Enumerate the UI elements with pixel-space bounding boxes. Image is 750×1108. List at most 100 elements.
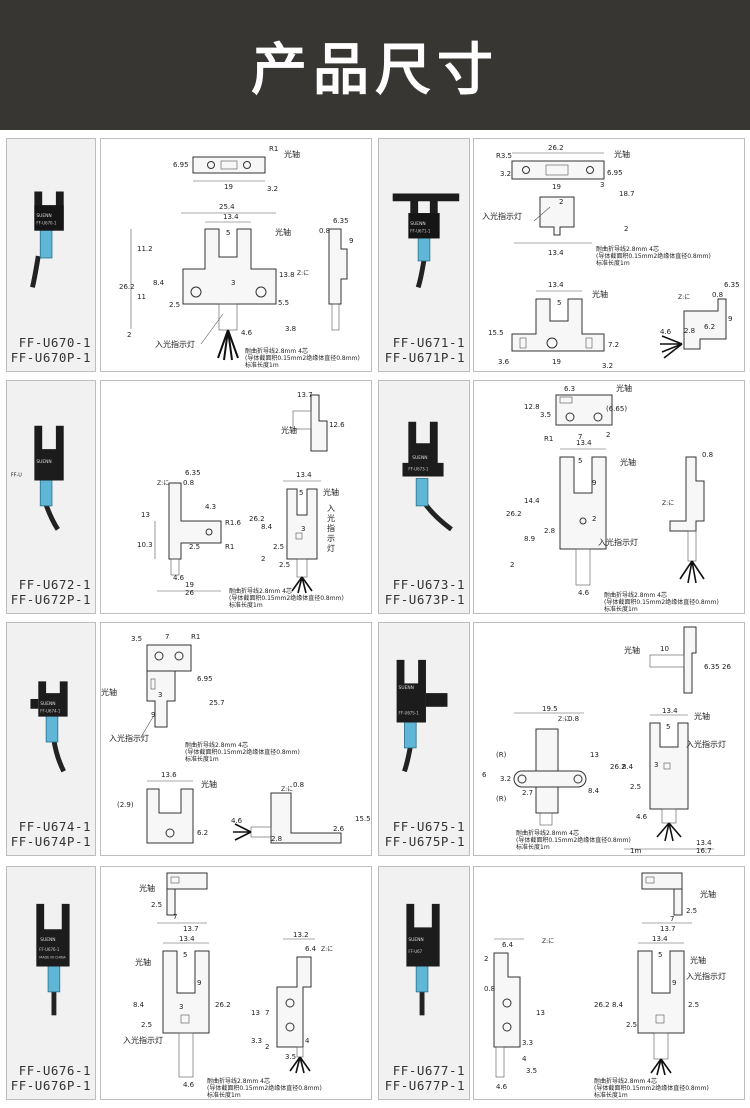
dimension-label: 3.2 [267, 185, 278, 193]
dimension-label: 2 [484, 955, 488, 963]
dimension-label: 8.4 [612, 1001, 624, 1009]
dimension-label: 6.35 [333, 217, 349, 225]
dimension-label: 26.2 [506, 510, 522, 518]
dimension-label: 光轴 [323, 487, 339, 497]
front-view-outline [286, 488, 318, 560]
sensor-image: SUENN FF-U670-1 [30, 191, 64, 288]
dimension-label: 3 [301, 525, 305, 533]
dimension-label: R1.6 [225, 519, 242, 527]
side-view-outline [328, 228, 348, 305]
dimension-label: MADE IN CHINA [39, 956, 66, 960]
dimension-label: 5 [578, 457, 582, 465]
dimension-label: 8.9 [524, 535, 535, 543]
dimension-label: 13 [251, 1009, 260, 1017]
dimension-label: 9 [728, 315, 732, 323]
photo-panel-u677: SUENN FF-U67 FF-U677-1 FF-U677P-1 [378, 866, 470, 1100]
dimension-label: 光轴 [281, 425, 297, 435]
dimension-label: 11 [137, 293, 146, 301]
dimension-label: 3 [158, 691, 162, 699]
drawing-panel-u672: 13.7 12.6 光轴 6.35 0.8 13 10.3 2.5 4.6 26… [100, 380, 372, 614]
front-view-outline [637, 950, 685, 1034]
dimension-label: 4.6 [496, 1083, 508, 1091]
dimension-label: 耐曲折导线2.8mm 4芯 [516, 829, 579, 837]
dimension-label: 光轴 [135, 957, 151, 967]
dimension-label: FF-U671-1 [410, 229, 431, 234]
sensor-photo: SUENN FF-U675-1 [379, 623, 469, 773]
dimension-label: 入光指示灯 [155, 339, 195, 349]
dimension-label: Z:に [558, 716, 570, 723]
dimension-label: 光轴 [201, 779, 217, 789]
dimension-label: 11.2 [137, 245, 153, 253]
dimension-label: 耐曲折导线2.8mm 4芯 [596, 245, 659, 253]
dimension-label: 9 [151, 711, 155, 719]
dimension-label: 2.5 [273, 543, 284, 551]
dimension-label: 2.5 [630, 783, 641, 791]
dimension-label: 标准长度1m [594, 1091, 628, 1099]
dimension-label: (导体截面积0.15mm2绝缘体直径0.8mm) [516, 836, 631, 844]
dimension-label: 光轴 [694, 711, 710, 721]
drawing-panel-u675: 10 6.35 26 光轴 19.5 0.8 6 3.2 (R) (R) 2.7… [473, 622, 745, 856]
dimension-label: 标准长度1m [245, 361, 279, 369]
dimension-label: (R) [496, 795, 507, 803]
photo-panel-u675: SUENN FF-U675-1 FF-U675-1 FF-U675P-1 [378, 622, 470, 856]
dimension-label: Z:に [662, 500, 674, 507]
dimension-label: FF-U [11, 473, 22, 479]
dimension-label: 13.4 [548, 249, 564, 257]
dimension-label: 13.8 [279, 271, 295, 279]
dimension-label: 3.5 [540, 411, 551, 419]
dimension-label: R1 [191, 633, 200, 641]
sensor-photo: SUENN FF-U [7, 381, 95, 531]
dimension-label: 7.2 [608, 341, 619, 349]
dimension-label: 2 [261, 555, 265, 563]
dimension-drawing: 6.3 12.8 3.5 (6.65) R1 7 2 光轴 13.4 5 9 1… [506, 383, 719, 613]
dimension-label: R1 [544, 435, 553, 443]
dimension-label: 26.2 [548, 144, 564, 152]
dimension-label: SUENN [410, 221, 425, 227]
dimension-label: 2 [127, 331, 131, 339]
front-view-outline [182, 228, 277, 305]
dimension-label: 13.4 [296, 471, 312, 479]
dimension-label: 2.6 [333, 825, 345, 833]
dimension-label: Z:に [281, 786, 293, 793]
dimension-label: 7 [173, 913, 177, 921]
dimension-label: 2 [265, 1043, 269, 1051]
dimension-label: 13 [141, 511, 150, 519]
dimension-label: 3.2 [500, 170, 511, 178]
dimension-label: 13.4 [662, 707, 678, 715]
dimension-label: 13.7 [660, 925, 676, 933]
dimension-label: 4.6 [241, 329, 253, 337]
dimension-label: 3.5 [285, 1053, 296, 1061]
dimension-label: 2 [624, 225, 628, 233]
dimension-label: 2.5 [141, 1021, 152, 1029]
dimension-label: 5.5 [278, 299, 289, 307]
dimension-label: 示 [327, 534, 335, 543]
dimension-label: (导体截面积0.15mm2绝缘体直径0.8mm) [245, 354, 360, 362]
dimension-label: 2.5 [626, 1021, 637, 1029]
dimension-drawing: 10 6.35 26 光轴 19.5 0.8 6 3.2 (R) (R) 2.7… [482, 626, 731, 855]
dimension-label: 2 [592, 515, 596, 523]
dimension-label: 0.8 [319, 227, 330, 235]
page-header: 产品尺寸 [0, 0, 750, 130]
dimension-label: (导体截面积0.15mm2绝缘体直径0.8mm) [604, 598, 719, 606]
sensor-image: SUENN FF-U674-1 [30, 681, 68, 773]
dimension-label: 标准长度1m [229, 601, 263, 609]
dimension-label: 3.6 [498, 358, 510, 366]
dimension-label: 6.35 [724, 281, 740, 289]
dimension-label: 4.6 [636, 813, 648, 821]
dimension-label: 3.2 [500, 775, 511, 783]
dimension-label: Z:に [321, 946, 333, 953]
dimension-label: 13.2 [293, 931, 309, 939]
dimension-label: 3 [179, 1003, 183, 1011]
dimension-label: 4.6 [173, 574, 185, 582]
dimension-label: 26.2 [594, 1001, 610, 1009]
dimension-label: 10 [660, 645, 669, 653]
dimension-label: 6.95 [197, 675, 213, 683]
dimension-label: 3.5 [526, 1067, 537, 1075]
dimension-label: 入 [327, 504, 335, 513]
dimension-drawing: 光轴 2.5 7 13.7 6.4 Z:に 2 0.8 13 3.3 4 3.5… [484, 872, 726, 1099]
dimension-label: 光轴 [624, 645, 640, 655]
dimension-label: 4.6 [660, 328, 672, 336]
dimension-label: Z:に [678, 294, 690, 301]
dimension-label: 13.6 [161, 771, 177, 779]
dimension-label: 入光指示灯 [686, 739, 726, 749]
